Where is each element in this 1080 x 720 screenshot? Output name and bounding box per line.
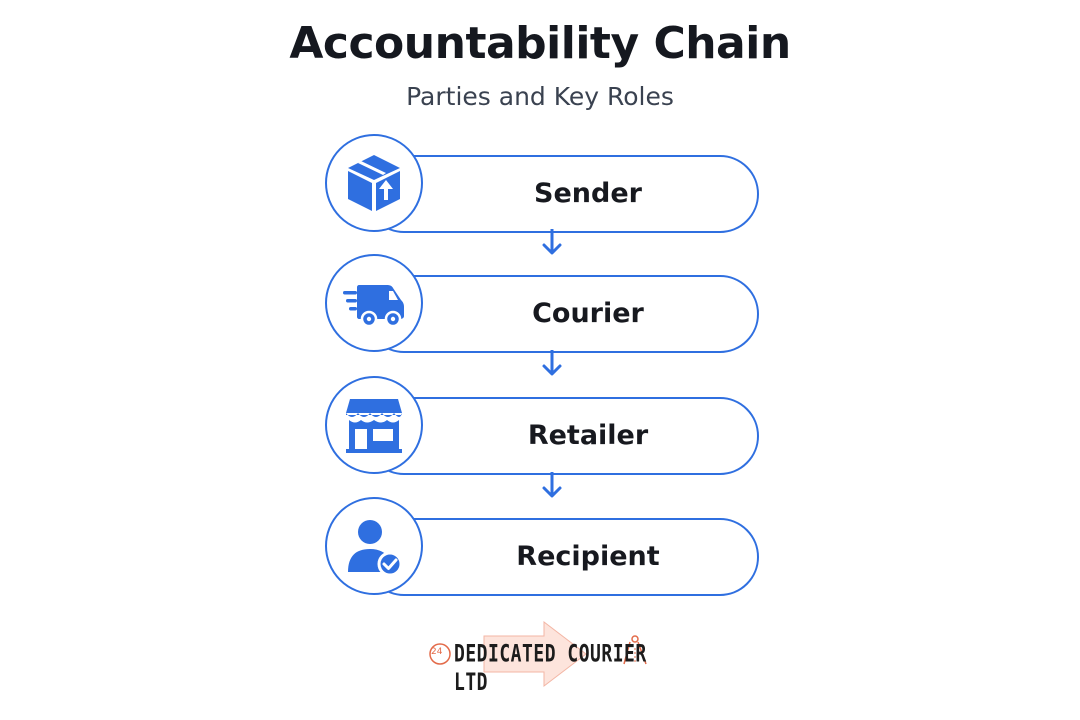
step-icon-circle <box>325 254 423 352</box>
step-label: Recipient <box>516 541 660 572</box>
down-arrow-icon <box>540 227 564 257</box>
storefront-icon <box>346 399 402 453</box>
step-pill <box>365 155 759 233</box>
step-icon-circle <box>325 134 423 232</box>
logo-text: DEDICATED COURIER LTD <box>454 640 647 697</box>
down-arrow-icon <box>540 470 564 500</box>
diagram-subtitle: Parties and Key Roles <box>406 82 674 111</box>
company-logo: 24 DEDICATED COURIER LTD <box>424 612 664 702</box>
chain-step-recipient: Recipient <box>325 497 761 599</box>
step-icon-circle <box>325 376 423 474</box>
logo-arrow-icon <box>429 620 647 688</box>
step-icon-circle <box>325 497 423 595</box>
user-check-icon <box>348 520 403 577</box>
step-label: Courier <box>532 298 644 329</box>
down-arrow-icon <box>540 348 564 378</box>
chain-step-sender: Sender <box>325 134 761 236</box>
chain-step-courier: Courier <box>325 254 761 356</box>
step-pill <box>365 397 759 475</box>
step-pill <box>365 518 759 596</box>
package-upload-icon <box>348 155 400 211</box>
step-label: Retailer <box>527 420 649 451</box>
chain-step-retailer: Retailer <box>325 376 761 478</box>
delivery-van-icon <box>343 285 404 328</box>
step-label: Sender <box>534 178 642 209</box>
logo-number: 24 <box>431 647 443 657</box>
step-pill <box>365 275 759 353</box>
diagram-title: Accountability Chain <box>289 18 791 69</box>
